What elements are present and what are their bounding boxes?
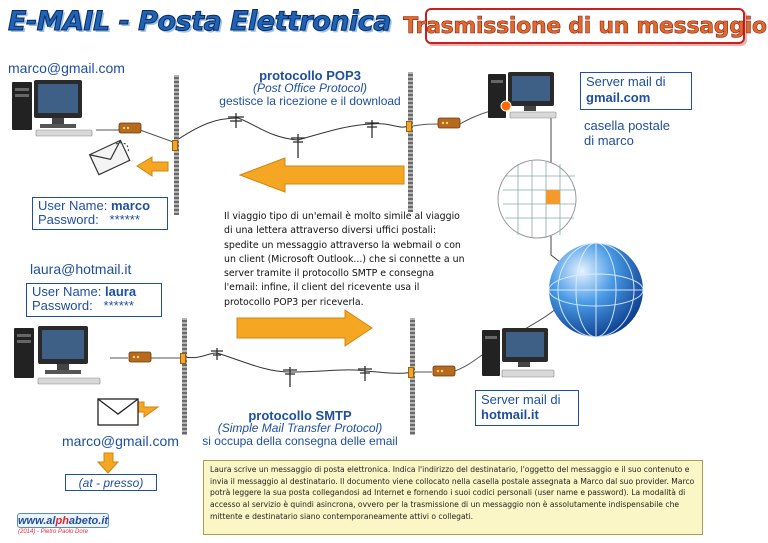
server-hotmail-label: Server mail di hotmail.it bbox=[475, 390, 579, 426]
login-box-marco: User Name: marco Password: ****** bbox=[32, 197, 168, 230]
summary-note: Laura scrive un messaggio di posta elett… bbox=[203, 460, 703, 535]
server-label-line1: Server mail di bbox=[481, 392, 561, 407]
password-label: Password: bbox=[32, 298, 93, 313]
credit-line: (2014) - Pietro Paolo Dore bbox=[18, 529, 89, 535]
server-icon bbox=[488, 72, 557, 119]
diagram-title: Trasmissione di un messaggio bbox=[403, 8, 767, 44]
arrow-left-icon bbox=[238, 157, 405, 193]
mailbox-label: casella postale di marco bbox=[584, 118, 670, 148]
firewall-wall bbox=[182, 318, 187, 435]
modem-icon bbox=[437, 117, 461, 129]
smtp-subtitle: (Simple Mail Transfer Protocol) bbox=[217, 421, 383, 435]
sender-email: marco@gmail.com bbox=[8, 60, 125, 76]
modem-icon bbox=[432, 365, 456, 377]
smtp-title: protocollo SMTP bbox=[248, 408, 352, 423]
pole-icon bbox=[228, 113, 244, 128]
globe-icon bbox=[548, 242, 644, 338]
user-value: marco bbox=[110, 198, 151, 213]
server-icon bbox=[482, 328, 555, 378]
arrow-right-icon bbox=[236, 309, 373, 347]
user-label: User Name: bbox=[32, 284, 102, 299]
login-box-laura: User Name: laura Password: ****** bbox=[26, 283, 162, 317]
recipient-email: laura@hotmail.it bbox=[30, 261, 132, 277]
logo-rest: abeto.it bbox=[68, 514, 109, 527]
envelope-icon bbox=[97, 398, 139, 426]
password-label: Password: bbox=[38, 212, 99, 227]
pop3-title: protocollo POP3 bbox=[259, 68, 361, 83]
arrow-down-icon bbox=[96, 452, 120, 474]
modem-icon bbox=[118, 122, 142, 134]
server-label-line2: hotmail.it bbox=[481, 407, 539, 422]
pole-icon bbox=[365, 120, 379, 138]
computer-icon bbox=[14, 326, 101, 385]
pole-icon bbox=[283, 367, 297, 387]
firewall-wall bbox=[408, 72, 413, 212]
password-value: ****** bbox=[103, 298, 134, 313]
pole-icon bbox=[358, 366, 372, 381]
destination-email: marco@gmail.com bbox=[62, 433, 179, 449]
user-value: laura bbox=[104, 284, 137, 299]
modem-icon bbox=[128, 351, 152, 363]
network-port bbox=[172, 140, 178, 151]
pop3-subtitle: (Post Office Protocol) bbox=[252, 81, 368, 95]
smtp-description: si occupa della consegna delle email bbox=[202, 434, 398, 448]
logo-ph: ph bbox=[55, 514, 69, 527]
logo-www: www.al bbox=[17, 514, 56, 527]
server-label-line2: gmail.com bbox=[586, 90, 651, 105]
at-presso-label: (at - presso) bbox=[65, 474, 157, 491]
pop3-description: gestisce la ricezione e il download bbox=[219, 94, 401, 108]
pole-icon bbox=[211, 348, 223, 360]
server-gmail-label: Server mail di gmail.com bbox=[580, 72, 692, 110]
envelope-icon bbox=[88, 139, 131, 176]
pole-icon bbox=[291, 134, 305, 158]
explanation-text: Il viaggio tipo di un'email è molto simi… bbox=[224, 211, 465, 308]
password-value: ****** bbox=[109, 212, 140, 227]
server-label-line1: Server mail di bbox=[586, 74, 666, 89]
network-port bbox=[406, 121, 412, 132]
network-port bbox=[408, 367, 414, 378]
main-title: E-MAIL - Posta Elettronica bbox=[8, 6, 393, 38]
computer-icon bbox=[12, 80, 93, 137]
top-wire bbox=[176, 117, 409, 141]
arrow-left-icon bbox=[136, 156, 169, 177]
mailbox-grid-icon bbox=[497, 159, 577, 239]
user-label: User Name: bbox=[38, 198, 108, 213]
mailbox-line2: di marco bbox=[584, 133, 634, 148]
network-port bbox=[180, 353, 186, 364]
bottom-wire bbox=[184, 352, 413, 374]
mailbox-line1: casella postale bbox=[584, 118, 670, 133]
